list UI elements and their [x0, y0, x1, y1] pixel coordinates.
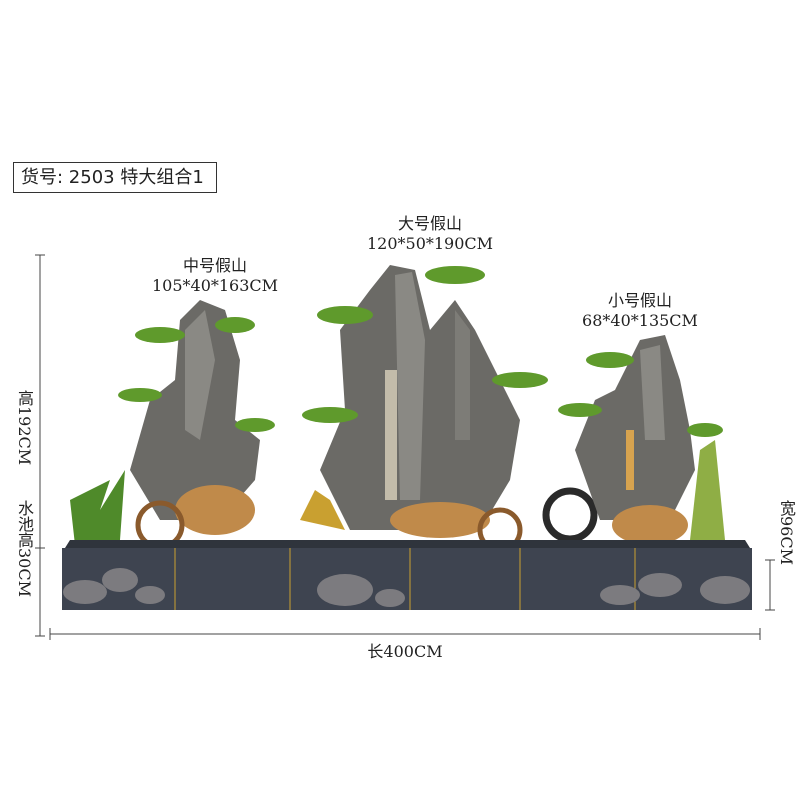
- rockery-small: [558, 335, 725, 545]
- rockery-label-small: 小号假山 68*40*135CM: [565, 291, 715, 331]
- rockery-size: 120*50*190CM: [366, 234, 494, 253]
- rockery-large: [302, 265, 598, 553]
- rockery-medium: [118, 300, 275, 550]
- total-height-label: 高192CM: [15, 390, 34, 466]
- rockery-label-medium: 中号假山 105*40*163CM: [135, 256, 295, 296]
- plants-left: [70, 470, 345, 545]
- rockery-name: 小号假山: [607, 291, 672, 310]
- length-label: 长400CM: [367, 642, 443, 661]
- rockery-size: 105*40*163CM: [151, 276, 279, 295]
- rockery-size: 68*40*135CM: [582, 311, 698, 330]
- width-label: 宽96CM: [777, 500, 796, 565]
- rockery-label-large: 大号假山 120*50*190CM: [345, 214, 515, 254]
- pool-height-label: 水池高30CM: [15, 500, 34, 597]
- rockery-name: 大号假山: [397, 214, 462, 233]
- pool: [62, 540, 752, 610]
- dimension-lines: [35, 254, 775, 640]
- rockery-name: 中号假山: [182, 256, 247, 275]
- sku-label: 货号: 2503 特大组合1: [13, 162, 217, 193]
